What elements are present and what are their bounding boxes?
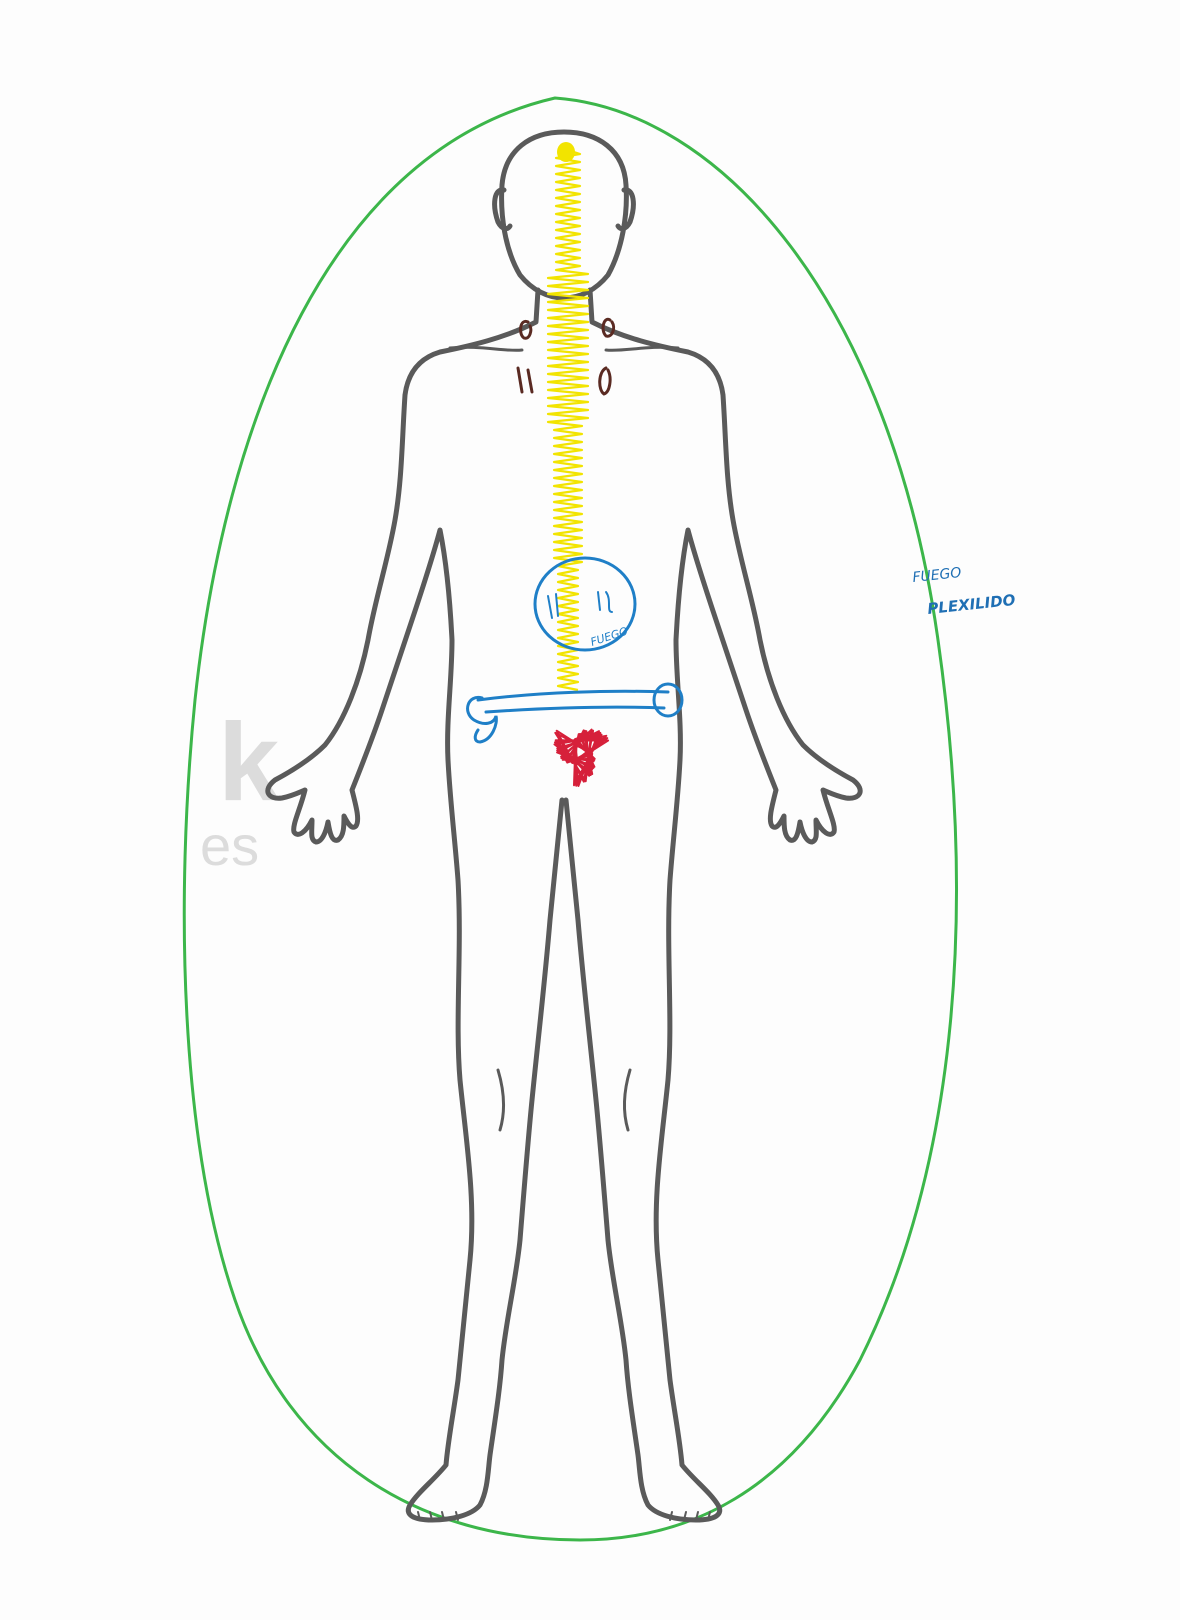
plexus-inner-mark-left: [548, 594, 558, 618]
left-body-contour: [268, 290, 562, 1520]
hip-band-left-hook: [468, 697, 497, 742]
root-scribble: [555, 730, 609, 786]
root-tangle-line: [555, 730, 609, 786]
side-note-line2: PLEXILIDO: [927, 591, 1017, 618]
hip-band-bottom: [486, 707, 664, 712]
spine-zigzag-line: [548, 150, 588, 690]
watermark-letter: k: [218, 701, 280, 824]
plexus-inner-mark-right: [598, 592, 612, 612]
side-note-line1: FUEGO: [912, 565, 962, 586]
crown-dot: [557, 142, 575, 162]
margin-note: FUEGO PLEXILIDO: [912, 565, 1017, 618]
solar-plexus: FUEGO: [535, 558, 635, 650]
watermark-suffix: es: [200, 814, 259, 877]
hip-band-top: [478, 691, 668, 700]
left-knee: [498, 1070, 504, 1130]
right-lower-mark: [600, 368, 610, 394]
right-body-contour: [566, 290, 860, 1520]
hip-band: [468, 684, 682, 742]
left-lower-mark: [518, 368, 532, 392]
right-knee: [624, 1070, 630, 1130]
spine-energy-scribble: [548, 142, 588, 690]
